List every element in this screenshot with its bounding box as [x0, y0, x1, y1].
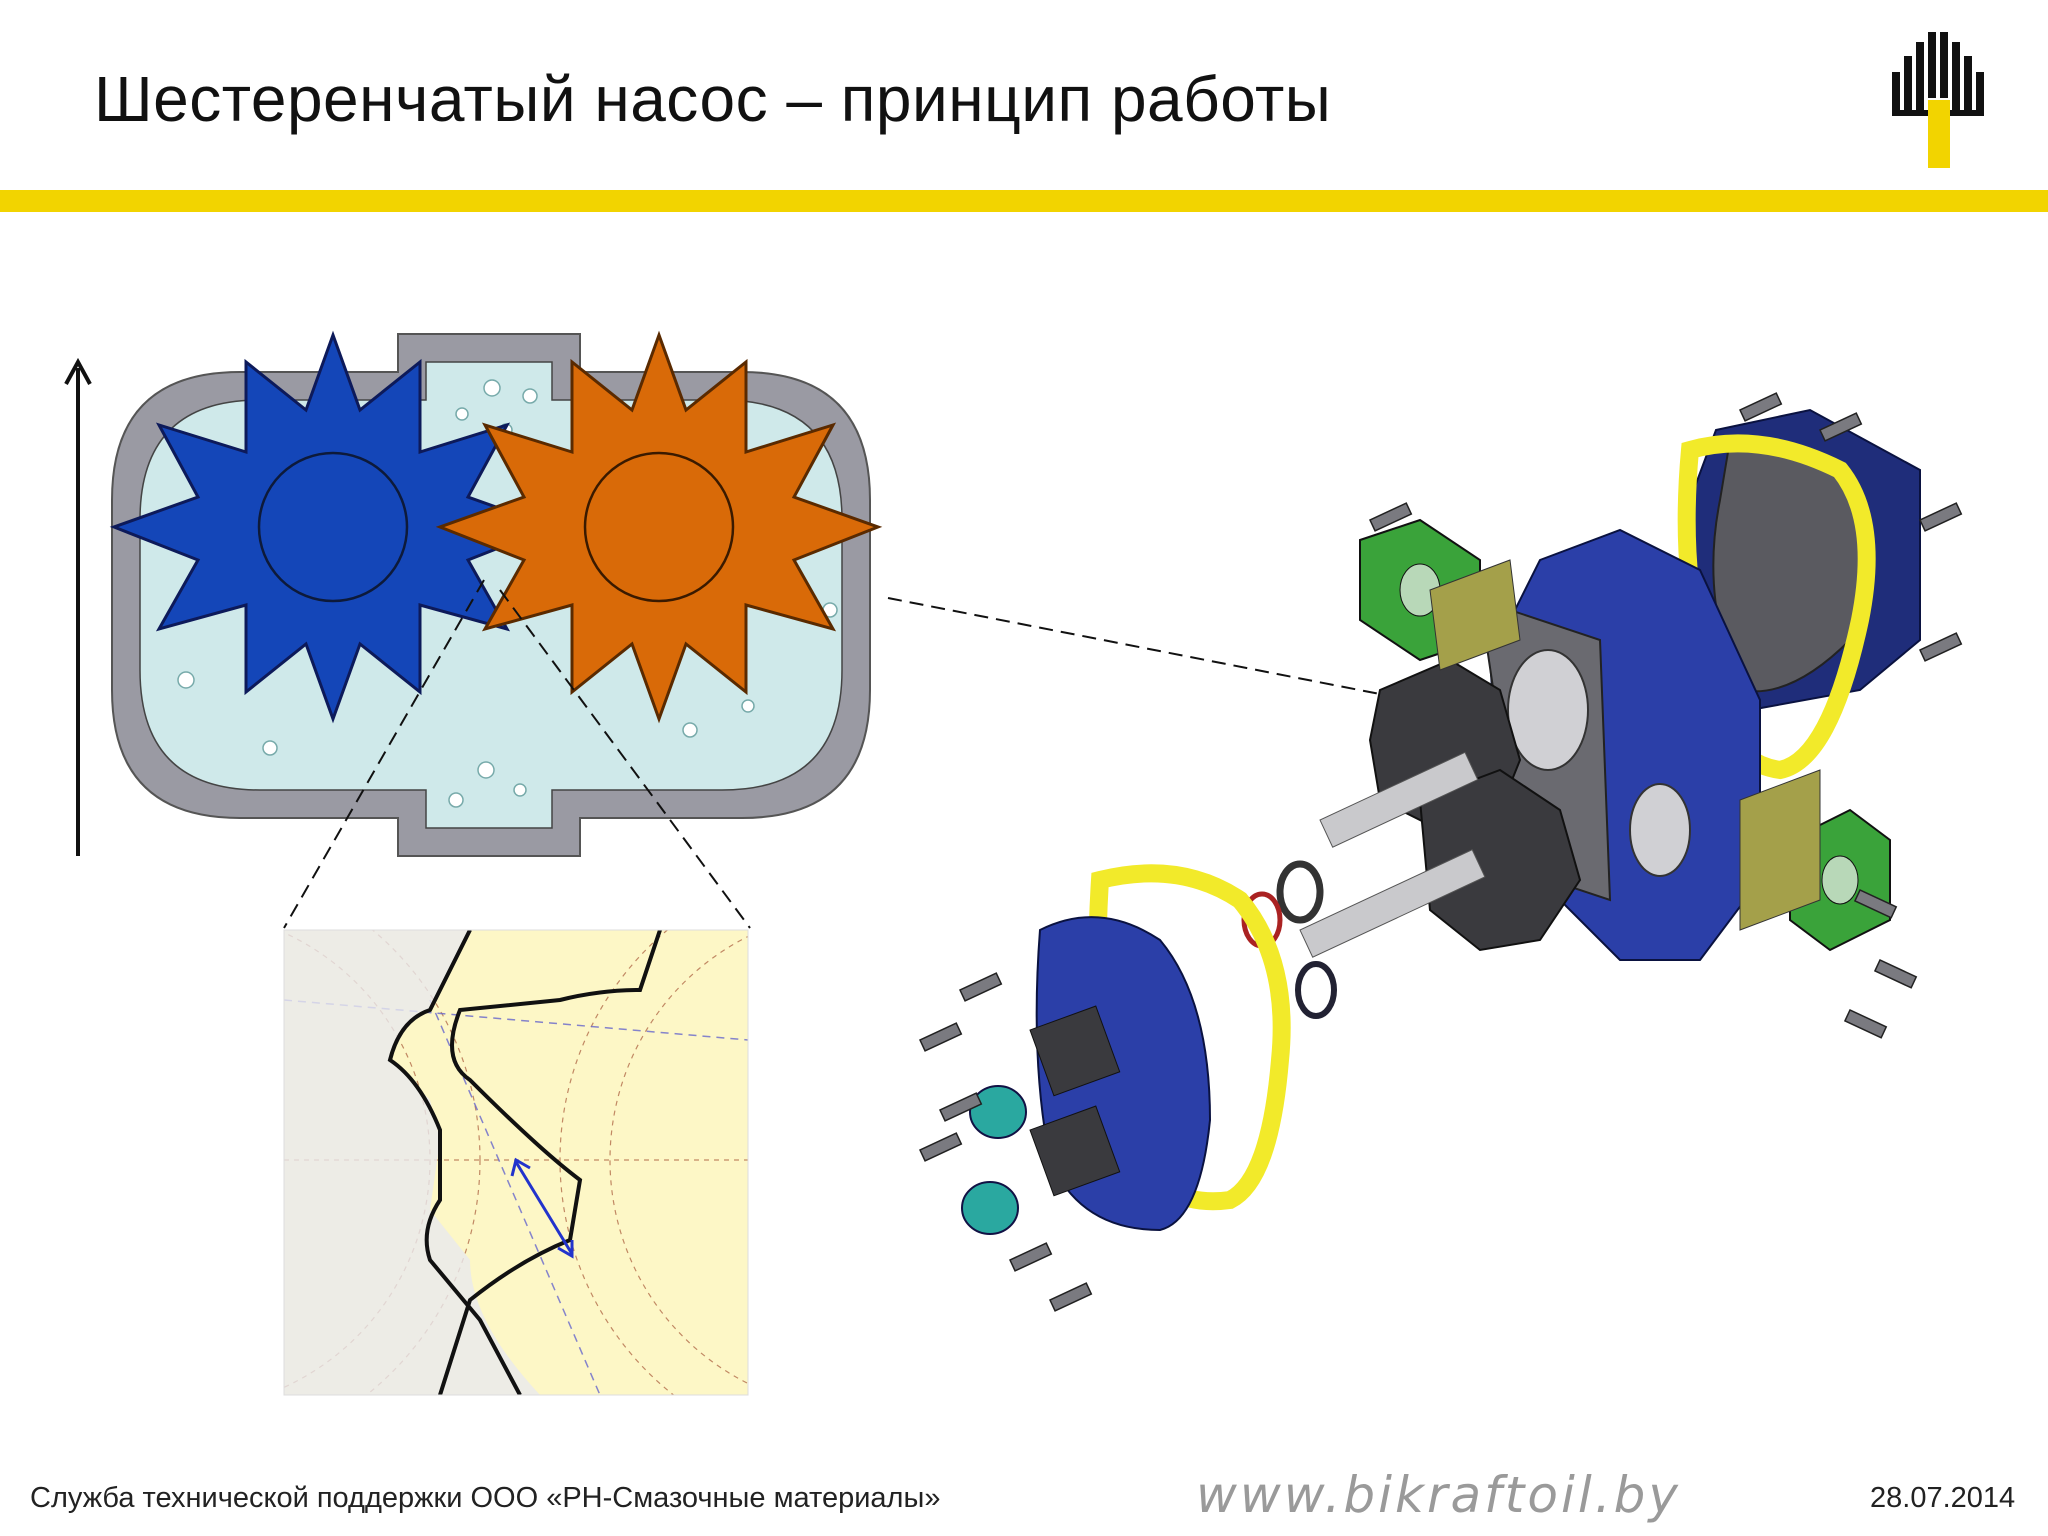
- gear-right: [438, 333, 880, 721]
- page-title: Шестеренчатый насос – принцип работы: [94, 63, 1332, 135]
- gear-tooth-detail: [284, 930, 748, 1395]
- exploded-pump-view: [919, 392, 1963, 1312]
- footer-website[interactable]: www.bikraftoil.by: [1196, 1466, 1681, 1524]
- footer-date: 28.07.2014: [1870, 1482, 2016, 1514]
- footer-organization: Служба технической поддержки ООО «РН-Сма…: [30, 1482, 941, 1514]
- header-divider: [0, 190, 2048, 212]
- flow-direction-arrow: [64, 357, 92, 856]
- company-logo: [1892, 32, 1984, 168]
- gear-left: [112, 333, 554, 721]
- zoom-callout-lines: [283, 579, 751, 929]
